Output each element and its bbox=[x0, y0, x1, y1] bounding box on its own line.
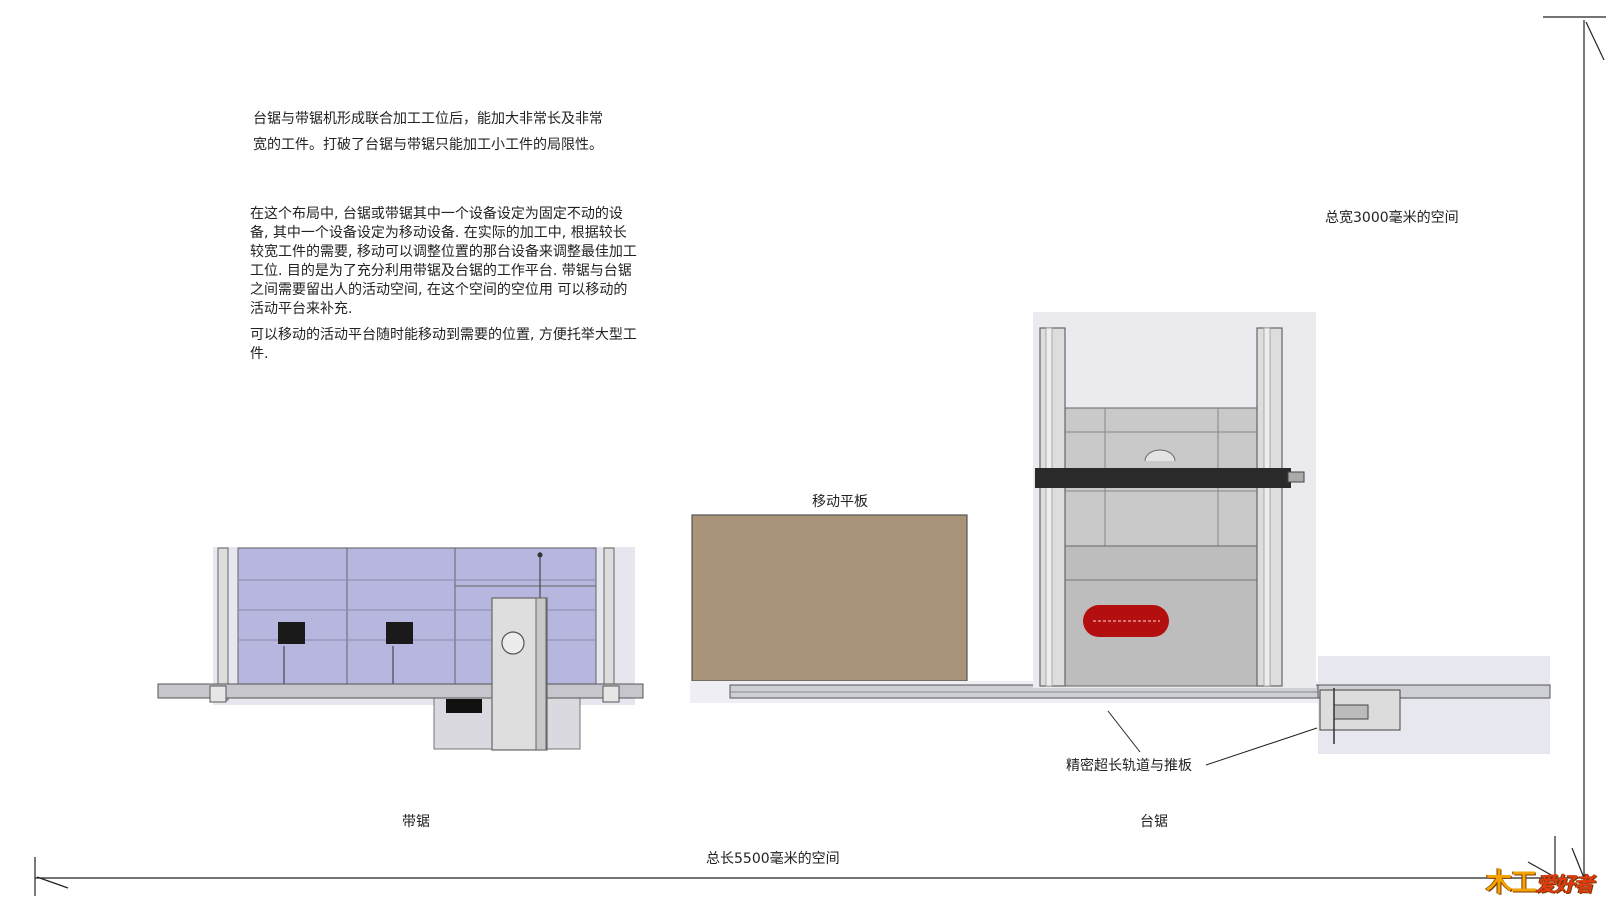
total-length-label: 总长5500毫米的空间 bbox=[706, 851, 840, 867]
logo-part-2: 爱好者 bbox=[1536, 872, 1594, 896]
description-paragraph-1: 台锯与带锯机形成联合加工工位后，能加大非常长及非常宽的工件。打破了台锯与带锯只能… bbox=[253, 111, 603, 153]
rail-label: 精密超长轨道与推板 bbox=[1066, 758, 1192, 774]
total-width-label: 总宽3000毫米的空间 bbox=[1325, 210, 1459, 226]
band-saw-label: 带锯 bbox=[402, 814, 430, 830]
table-saw bbox=[1033, 312, 1316, 688]
description-paragraph-2: 在这个布局中, 台锯或带锯其中一个设备设定为固定不动的设备, 其中一个设备设定为… bbox=[250, 206, 637, 317]
description-paragraph-3: 可以移动的活动平台随时能移动到需要的位置, 方便托举大型工件. bbox=[250, 327, 637, 362]
mobile-panel bbox=[691, 514, 968, 682]
rail-leader-lines bbox=[1107, 710, 1318, 766]
logo-part-1: 木工 bbox=[1486, 868, 1537, 898]
band-saw bbox=[157, 547, 644, 751]
table-saw-label: 台锯 bbox=[1140, 814, 1168, 830]
precision-rail bbox=[690, 656, 1551, 754]
site-logo: 木工爱好者 bbox=[1486, 862, 1594, 899]
mobile-panel-label: 移动平板 bbox=[812, 494, 868, 510]
total-width-dimension bbox=[1543, 16, 1606, 880]
total-length-dimension bbox=[34, 836, 1590, 896]
